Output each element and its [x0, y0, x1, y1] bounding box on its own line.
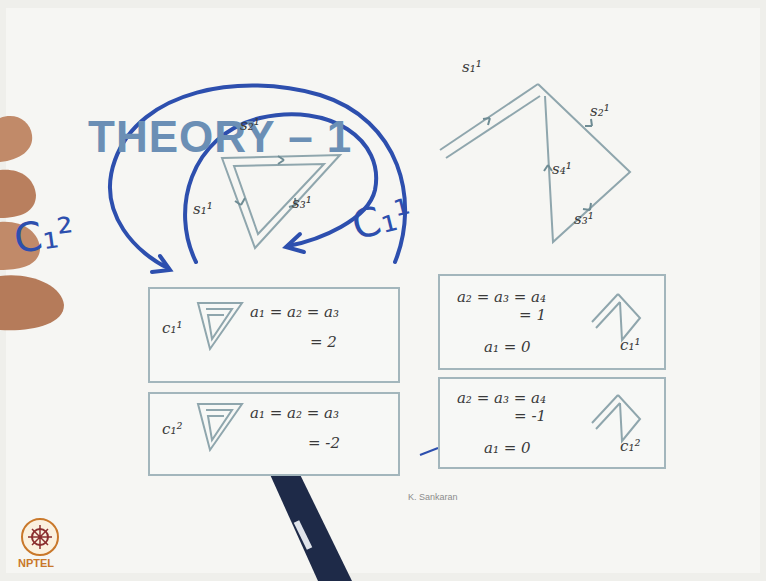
handwritten-label: C₁² — [11, 208, 77, 262]
contour-icon — [150, 289, 398, 381]
edge-label: s₄¹ — [552, 160, 572, 178]
equation-text: a₁ = 0 — [484, 439, 531, 457]
equation-text: a₁ = a₂ = a₃ — [250, 404, 339, 422]
equation-box: c₁¹ a₁ = a₂ = a₃ = 2 — [148, 287, 400, 383]
equation-box: a₂ = a₃ = a₄ = 1 a₁ = 0 c₁¹ — [438, 274, 666, 370]
watermark: K. Sankaran — [408, 492, 458, 502]
equation-box: c₁² a₁ = a₂ = a₃ = -2 — [148, 392, 400, 476]
handwritten-label: C₁¹ — [347, 189, 416, 248]
equation-text: = -2 — [308, 434, 340, 452]
edge-label: s₂¹ — [590, 102, 610, 120]
equation-text: a₂ = a₃ = a₄ = -1 — [454, 389, 546, 425]
equation-text: a₂ = a₃ = a₄ = 1 — [454, 288, 546, 324]
edge-label: s₂¹ — [240, 116, 260, 134]
equation-text: a₁ = a₂ = a₃ — [250, 303, 339, 321]
edge-label: s₃¹ — [292, 194, 312, 212]
slide-title: THEORY – 1 — [88, 112, 352, 162]
equation-text: c₁² — [162, 420, 182, 438]
edge-label: s₁¹ — [193, 200, 213, 218]
equation-text: c₁² — [620, 437, 640, 455]
equation-box: a₂ = a₃ = a₄ = -1 a₁ = 0 c₁² — [438, 377, 666, 469]
equation-text: a₁ = 0 — [484, 338, 531, 356]
logo-text: NPTEL — [18, 557, 54, 569]
equation-text: c₁¹ — [620, 336, 640, 354]
equation-text: = 2 — [310, 333, 337, 351]
equation-text: c₁¹ — [162, 319, 182, 337]
edge-label: s₃¹ — [574, 210, 594, 228]
edge-label: s₁¹ — [462, 58, 482, 76]
